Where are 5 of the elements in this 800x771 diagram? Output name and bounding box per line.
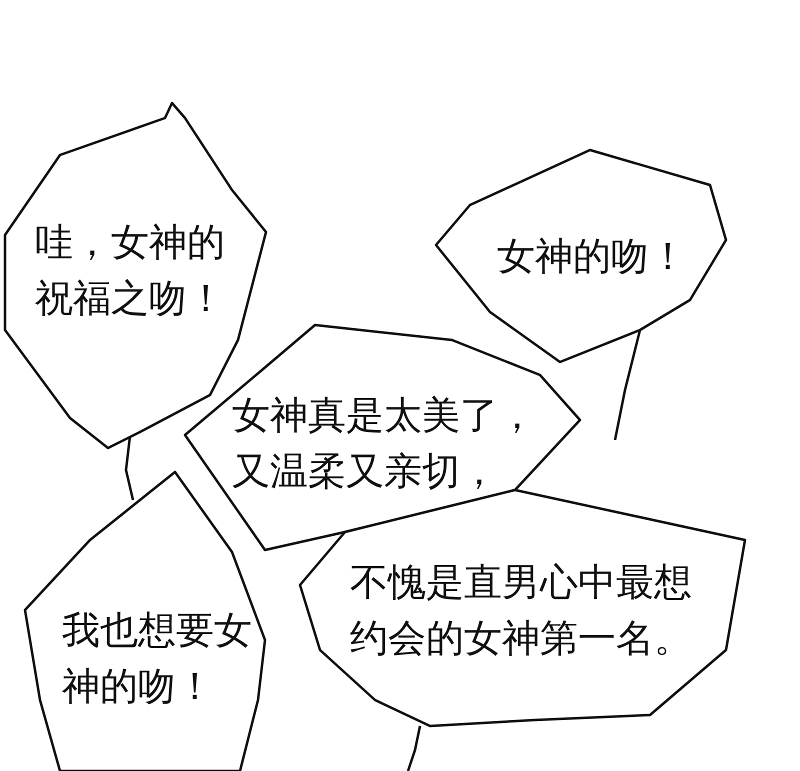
bubble-text: 女神的吻！ — [497, 233, 688, 280]
bubble-text: 不愧是直男心中最想约会的女神第一名。 — [350, 559, 693, 662]
bubble-text: 我也想要女神的吻！ — [62, 607, 253, 710]
bubble-text: 哇，女神的祝福之吻！ — [35, 219, 226, 322]
bubble-text: 女神真是太美了，又温柔又亲切， — [232, 392, 537, 495]
